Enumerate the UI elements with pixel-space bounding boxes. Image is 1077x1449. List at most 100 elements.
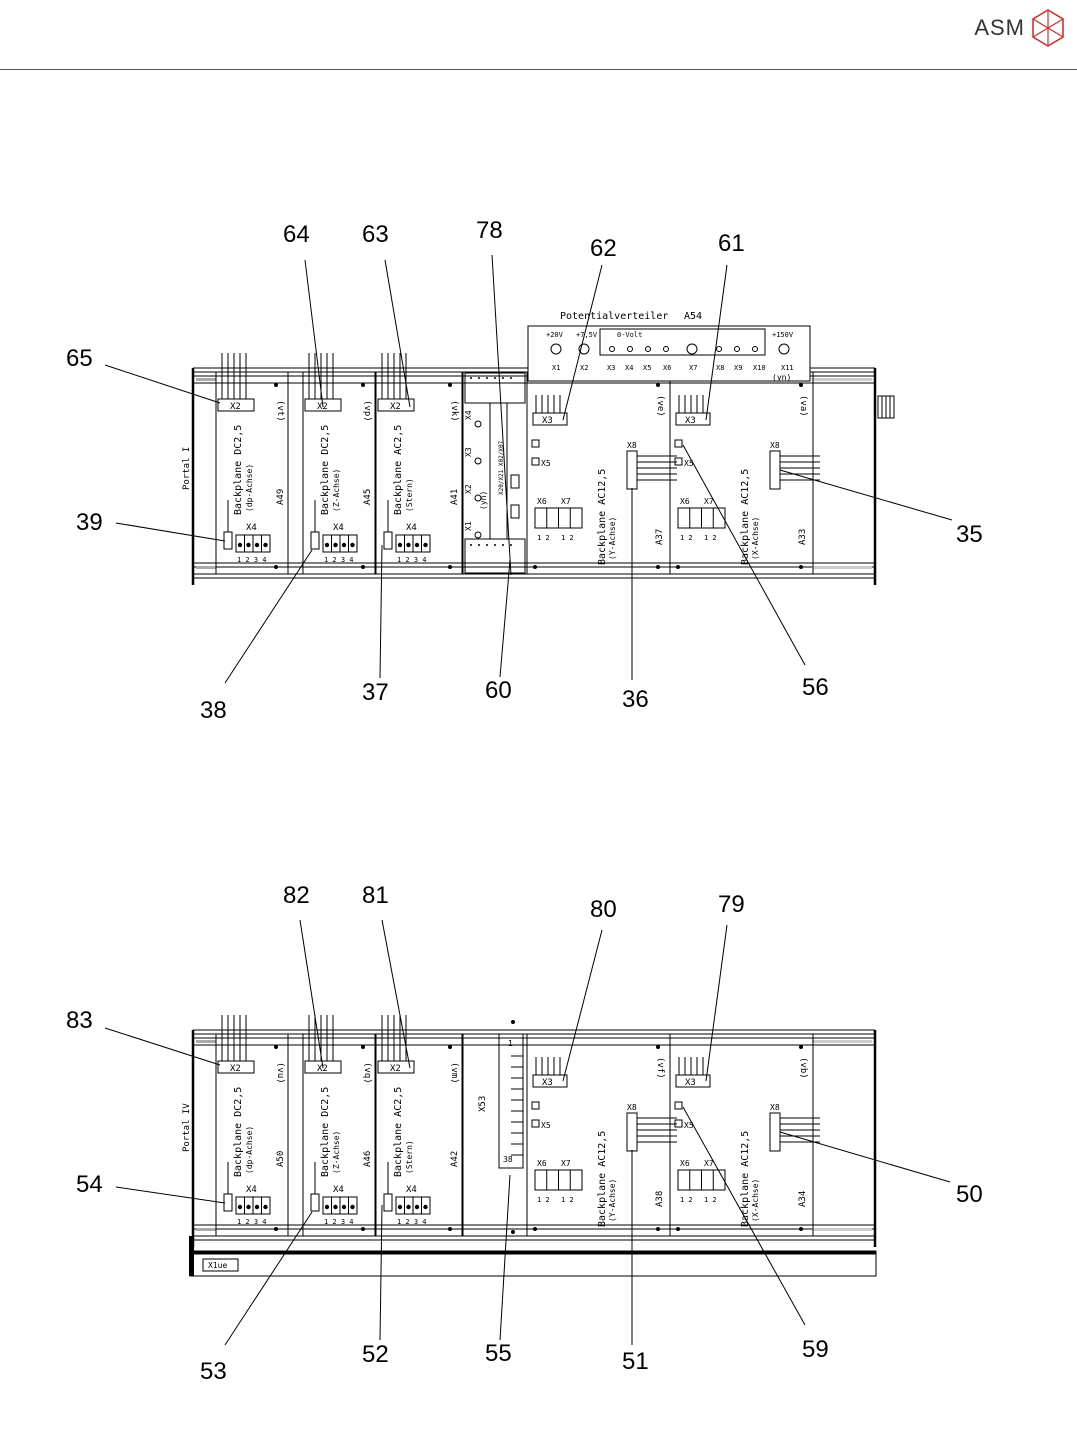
callout-number: 60 <box>485 677 512 704</box>
connector-socket <box>474 420 482 428</box>
board-subtitle: (Z-Achse) <box>332 469 341 512</box>
board-subtitle: (Y-Achse) <box>608 1179 617 1222</box>
x53-label: X53 <box>478 1096 488 1112</box>
distributor-connector-label: X5 <box>643 364 651 372</box>
board-title: Backplane DC2,5 <box>320 425 331 515</box>
bus-pin <box>734 346 740 352</box>
x7-pin-numbers: 1 2 <box>704 534 717 542</box>
callout-number: 50 <box>956 1181 983 1208</box>
callout-leader <box>224 549 313 684</box>
strip-pin <box>510 377 512 379</box>
test-connector <box>383 1193 393 1212</box>
terminal-pin <box>414 542 420 548</box>
board-title: Backplane AC2,5 <box>393 1087 404 1177</box>
board-id: A49 <box>276 489 286 505</box>
x7-pin-numbers: 1 2 <box>704 1196 717 1204</box>
callout-number: 37 <box>362 679 389 706</box>
callout-leader <box>224 1211 313 1346</box>
power-terminal <box>578 343 590 355</box>
connector-x2 <box>304 398 342 412</box>
board-code: (vk) <box>449 400 459 422</box>
callout-number: 39 <box>76 509 103 536</box>
board-title: Backplane DC2,5 <box>233 1087 244 1177</box>
small-connector <box>510 504 520 519</box>
terminal-pin <box>254 1204 260 1210</box>
diagram-portal-0: Portal IX2(vt)Backplane DC2,5(dp-Achse)A… <box>182 311 895 585</box>
connector-x2-label: X2 <box>390 402 401 412</box>
connector-x2 <box>217 398 255 412</box>
distributor-connector-label: X10 <box>753 364 766 372</box>
board-id: A42 <box>450 1151 460 1167</box>
x6-pin-numbers: 1 2 <box>537 1196 550 1204</box>
rail-bracket <box>196 1228 216 1231</box>
board-code: (vp) <box>362 400 372 422</box>
connector-x3-label: X3 <box>542 1078 553 1088</box>
board-id: A33 <box>798 529 808 545</box>
bus-pin <box>716 346 722 352</box>
terminal-pin <box>423 1204 428 1210</box>
board-outline <box>215 371 289 575</box>
connector-x5-label: X5 <box>684 1121 694 1130</box>
test-connector <box>223 1193 233 1212</box>
terminal-strip-bottom <box>464 538 526 574</box>
connector-x3-label: X3 <box>542 416 553 426</box>
callout-number: 54 <box>76 1171 103 1198</box>
callout-leader <box>705 924 728 1082</box>
test-connector <box>310 531 320 550</box>
connector-x2-label: X2 <box>230 402 241 412</box>
distributor-connector-label: X1 <box>552 364 560 372</box>
connector-x2 <box>217 1060 255 1074</box>
board-id: A38 <box>655 1191 665 1207</box>
terminal-pin <box>246 542 251 548</box>
connector-x2-label: X2 <box>317 402 328 412</box>
rail-bracket <box>196 1040 216 1043</box>
board-code: (vq) <box>362 1062 372 1084</box>
rail-bracket <box>812 378 872 381</box>
board-outline <box>302 371 376 575</box>
callout-number: 52 <box>362 1341 389 1368</box>
board-code: (vu) <box>275 1062 285 1084</box>
distributor-connector-label: X7 <box>689 364 697 372</box>
callout-number: 83 <box>66 1007 93 1034</box>
connector-x3 <box>675 412 711 426</box>
mounting-screw <box>274 1045 278 1049</box>
connector-x5-label: X5 <box>684 459 694 468</box>
callout-leader <box>499 1174 511 1341</box>
callout-number: 80 <box>590 896 617 923</box>
terminal-pin <box>350 542 355 548</box>
mounting-screw <box>799 1227 803 1231</box>
brand-name: ASM <box>974 15 1025 40</box>
connector-x8 <box>626 450 638 490</box>
mounting-screw <box>361 565 365 569</box>
strip-pin <box>470 544 472 546</box>
bus-rail-end <box>189 1236 194 1276</box>
board-title: Backplane AC12,5 <box>597 1131 608 1227</box>
terminal-pin-numbers: 1 2 3 4 <box>397 1218 427 1226</box>
rail-bracket <box>196 378 216 381</box>
bus-pin <box>752 346 758 352</box>
middle-module-outline <box>462 371 528 575</box>
callout-number: 38 <box>200 697 227 724</box>
mounting-screw <box>676 1227 680 1231</box>
board-id: A34 <box>798 1191 808 1207</box>
connector-x6-label: X6 <box>537 1159 547 1168</box>
callout-leader <box>115 1186 226 1204</box>
callout-number: 81 <box>362 882 389 909</box>
terminal-pin <box>237 542 243 548</box>
asm-cube-logo-icon <box>1032 9 1064 47</box>
terminal-pin-numbers: 1 2 3 4 <box>397 556 427 564</box>
terminal-pin <box>406 542 411 548</box>
connector-x6-label: X6 <box>680 1159 690 1168</box>
small-connector <box>510 474 520 489</box>
board-subtitle: (Y-Achse) <box>608 517 617 560</box>
bus-pin <box>627 346 633 352</box>
connector-x8 <box>769 1112 781 1152</box>
board-id: A45 <box>363 489 373 505</box>
